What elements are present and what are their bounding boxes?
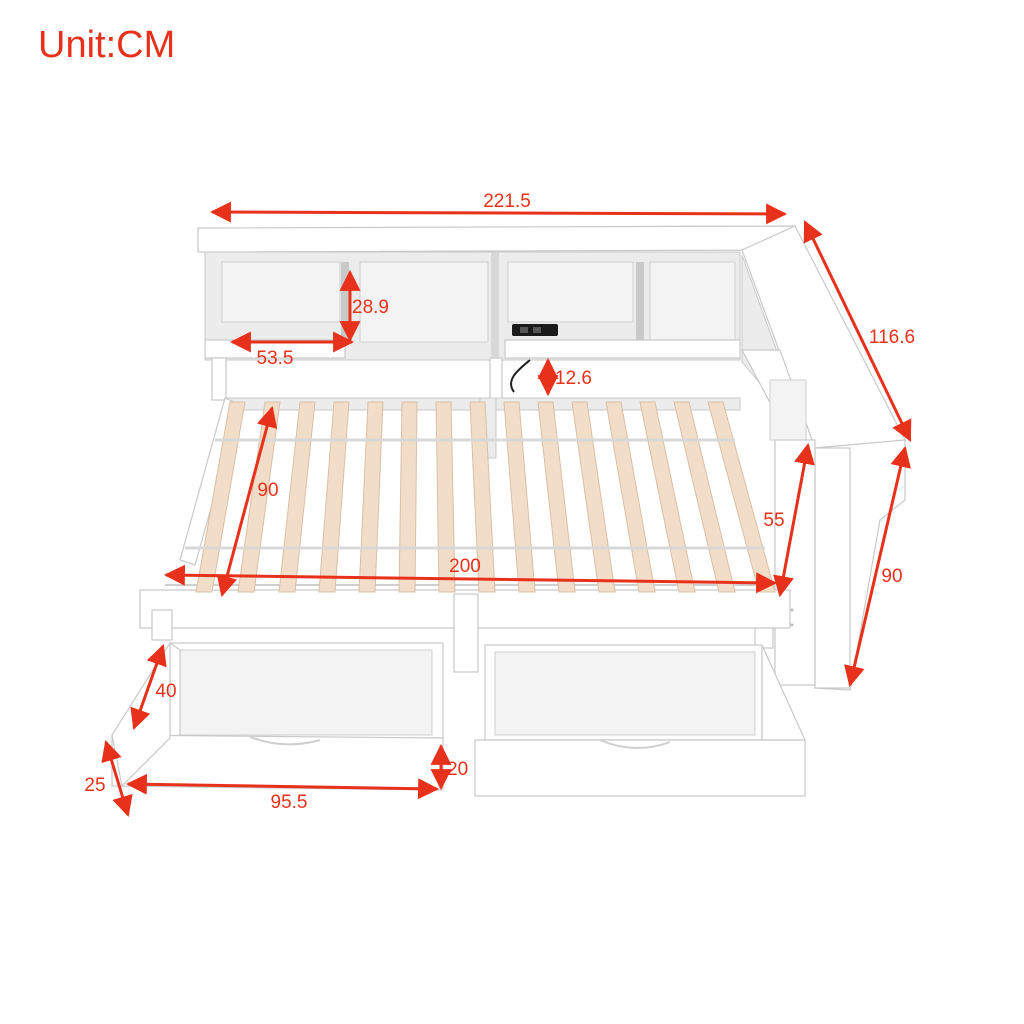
unit-label: Unit:CM (38, 24, 176, 66)
dimension-outlet-height: 12.6 (555, 368, 592, 389)
dimension-line-drawer-depth (130, 644, 167, 730)
drawer-right (474, 644, 806, 797)
dimension-line-side-height (844, 445, 911, 688)
back-bookcase (197, 225, 796, 401)
dimension-line-total-depth (803, 220, 912, 442)
dimension-bed-length: 200 (449, 556, 481, 577)
dimension-annotations: 221.5 116.6 28.9 53.5 12.6 90 200 55 90 … (84, 191, 915, 818)
dimension-drawer-depth: 40 (155, 681, 176, 702)
bed-illustration (111, 225, 906, 797)
dimension-total-depth: 116.6 (869, 327, 915, 348)
dimension-side-height: 90 (881, 566, 902, 587)
dimension-line-total-length (209, 201, 788, 225)
dimension-line-drawer-width (125, 773, 440, 800)
dimension-line-drawer-outer-height (101, 739, 133, 818)
dimension-line-bed-width (216, 405, 278, 598)
dimension-shelf-width: 53.5 (257, 348, 294, 369)
drawer-left (111, 640, 444, 791)
dimension-line-side-depth (773, 442, 815, 598)
dimension-drawer-height: 20 (447, 759, 468, 780)
dimension-shelf-height: 28.9 (352, 297, 389, 318)
dimension-drawer-outer-height: 25 (84, 775, 105, 796)
dimension-side-depth: 55 (763, 510, 784, 531)
dimension-line-bed-length (163, 564, 778, 594)
dimension-bed-width: 90 (257, 480, 278, 501)
dimension-drawer-width: 95.5 (271, 792, 308, 813)
dimension-total-length: 221.5 (483, 191, 531, 212)
